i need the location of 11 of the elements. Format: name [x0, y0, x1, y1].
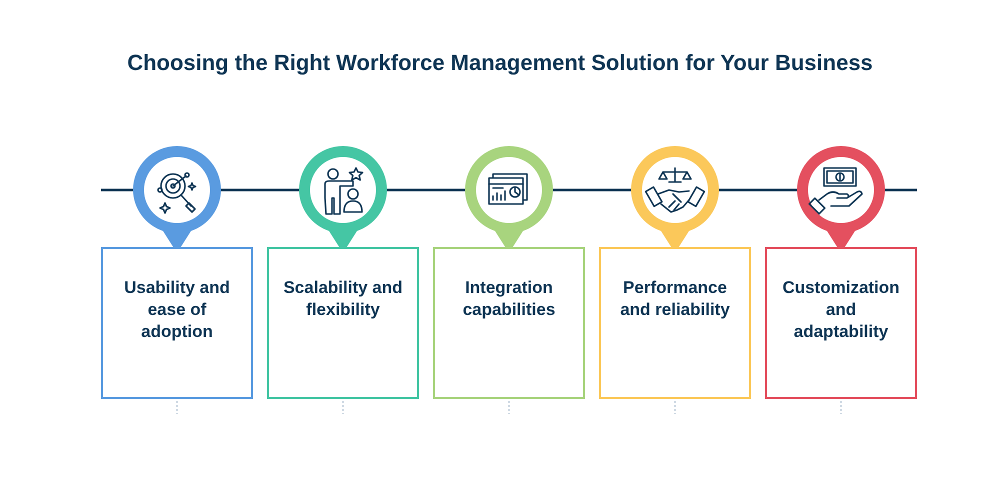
text-box [267, 247, 419, 399]
box-label: Usability and ease of adoption [123, 277, 231, 343]
title: Choosing the Right Workforce Management Solution for Your Business [126, 50, 874, 76]
text-box [599, 247, 751, 399]
box-label: Performance and reliability [619, 277, 731, 321]
box-label: Scalability and flexibility [283, 277, 403, 321]
text-box [101, 247, 253, 399]
box-label: Customization and adaptability [781, 277, 901, 343]
text-box [433, 247, 585, 399]
box-label: Integration capabilities [462, 277, 556, 321]
text-box [765, 247, 917, 399]
